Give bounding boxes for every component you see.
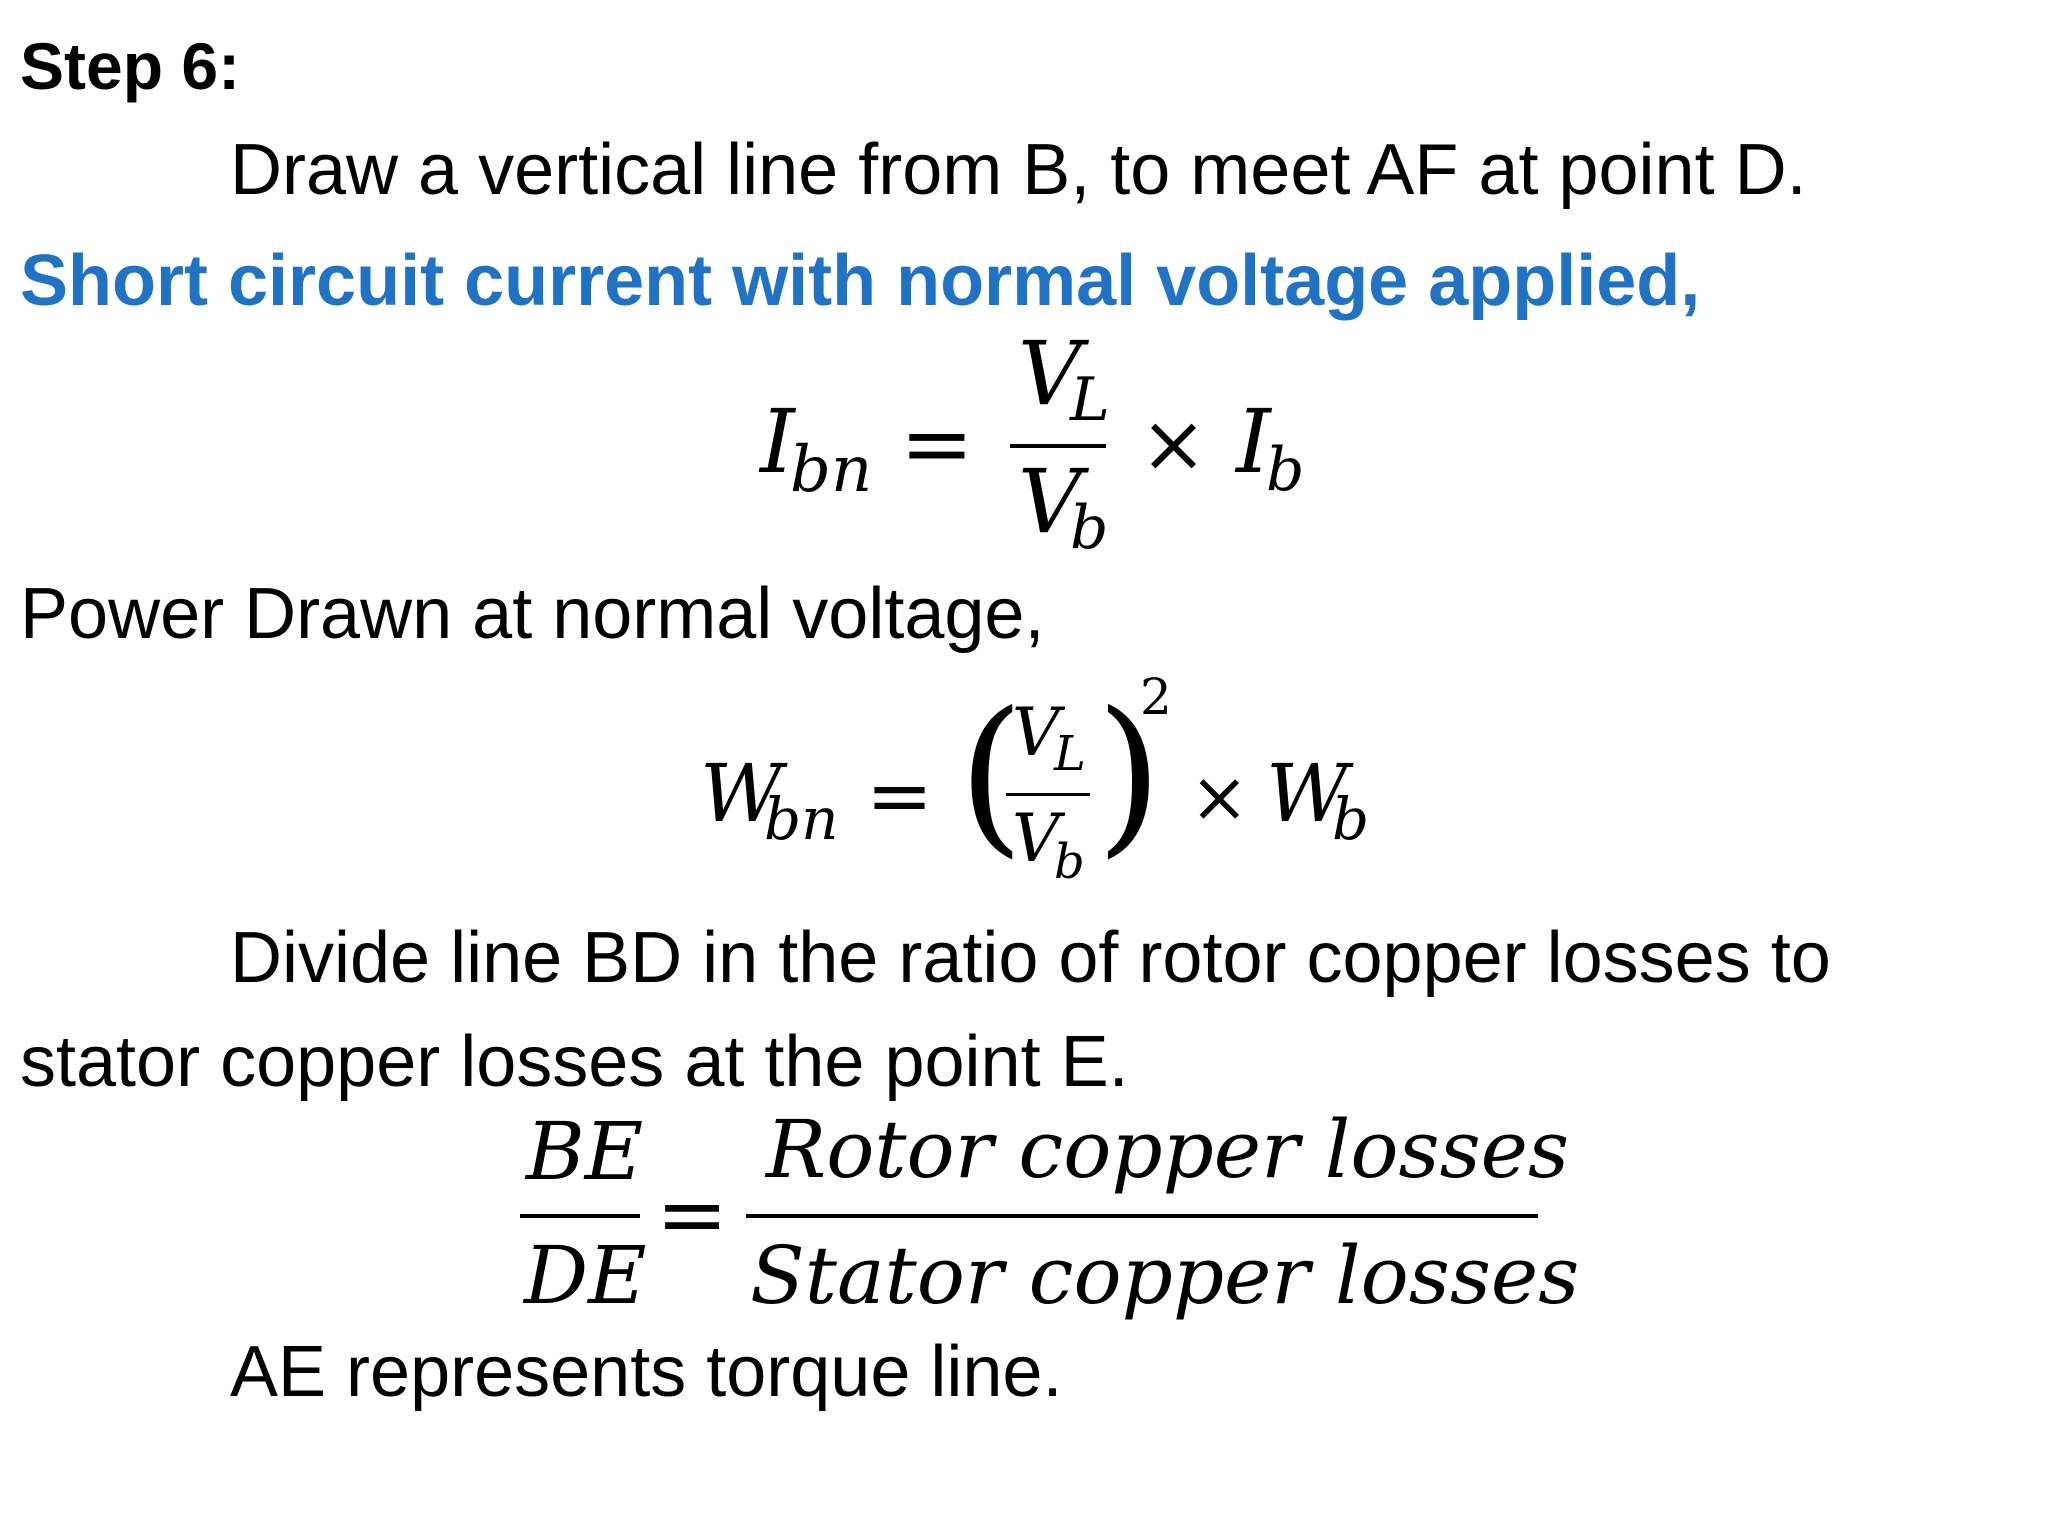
eq2-rhs: W xyxy=(1266,747,1349,840)
eq2-denominator-sub: b xyxy=(1054,834,1085,890)
eq2-equals: = xyxy=(866,749,934,842)
eq2-numerator: V xyxy=(1012,694,1060,771)
eq2-numerator-sub: L xyxy=(1054,726,1086,782)
torque-line-conclusion: AE represents torque line. xyxy=(230,1332,1063,1412)
eq3-right-fraction-bar xyxy=(746,1214,1538,1218)
eq1-numerator: V xyxy=(1018,322,1082,425)
eq3-left-denominator: DE xyxy=(524,1229,647,1322)
power-drawn-label: Power Drawn at normal voltage, xyxy=(20,574,1045,654)
eq1-lhs: I xyxy=(760,390,795,493)
eq1-fraction-bar xyxy=(1010,444,1106,448)
eq2-lhs: W xyxy=(700,747,783,840)
eq3-left-fraction-bar xyxy=(520,1214,640,1218)
equation-short-circuit-current: I bn = V L V b × I b xyxy=(0,0,2048,560)
eq1-times: × xyxy=(1140,397,1208,490)
eq3-left-numerator: BE xyxy=(526,1105,644,1198)
eq2-lhs-sub: bn xyxy=(764,785,839,853)
eq2-fraction-bar xyxy=(1006,793,1090,796)
eq1-denominator: V xyxy=(1018,450,1082,553)
short-circuit-current-heading: Short circuit current with normal voltag… xyxy=(20,241,1701,321)
eq1-equals: = xyxy=(900,392,974,495)
eq2-exponent: 2 xyxy=(1140,668,1172,726)
equation-power-drawn: W bn = ( V L V b ) 2 × W b xyxy=(700,668,1370,890)
eq2-close-paren: ) xyxy=(1096,676,1163,874)
eq3-right-numerator: Rotor copper losses xyxy=(766,1103,1570,1196)
eq2-open-paren: ( xyxy=(958,676,1025,874)
instruction-draw-vertical-line: Draw a vertical line from B, to meet AF … xyxy=(230,130,1807,210)
eq2-rhs-sub: b xyxy=(1332,785,1370,853)
eq2-times: × xyxy=(1190,756,1249,838)
eq1-numerator-sub: L xyxy=(1070,365,1110,435)
instruction-divide-line-bd-continued: stator copper losses at the point E. xyxy=(20,1022,1129,1102)
eq3-equals: = xyxy=(656,1165,729,1265)
eq1-lhs-sub: bn xyxy=(790,433,873,507)
step-heading: Step 6: xyxy=(20,29,241,103)
eq2-denominator: V xyxy=(1012,800,1060,877)
eq3-right-denominator: Stator copper losses xyxy=(750,1229,1580,1322)
eq1-rhs-sub: b xyxy=(1266,435,1305,505)
eq1-denominator-sub: b xyxy=(1070,493,1109,563)
instruction-divide-line-bd: Divide line BD in the ratio of rotor cop… xyxy=(230,918,1831,998)
equation-copper-loss-ratio: BE DE = Rotor copper losses Stator coppe… xyxy=(520,1103,1580,1322)
eq1-rhs: I xyxy=(1236,390,1271,493)
